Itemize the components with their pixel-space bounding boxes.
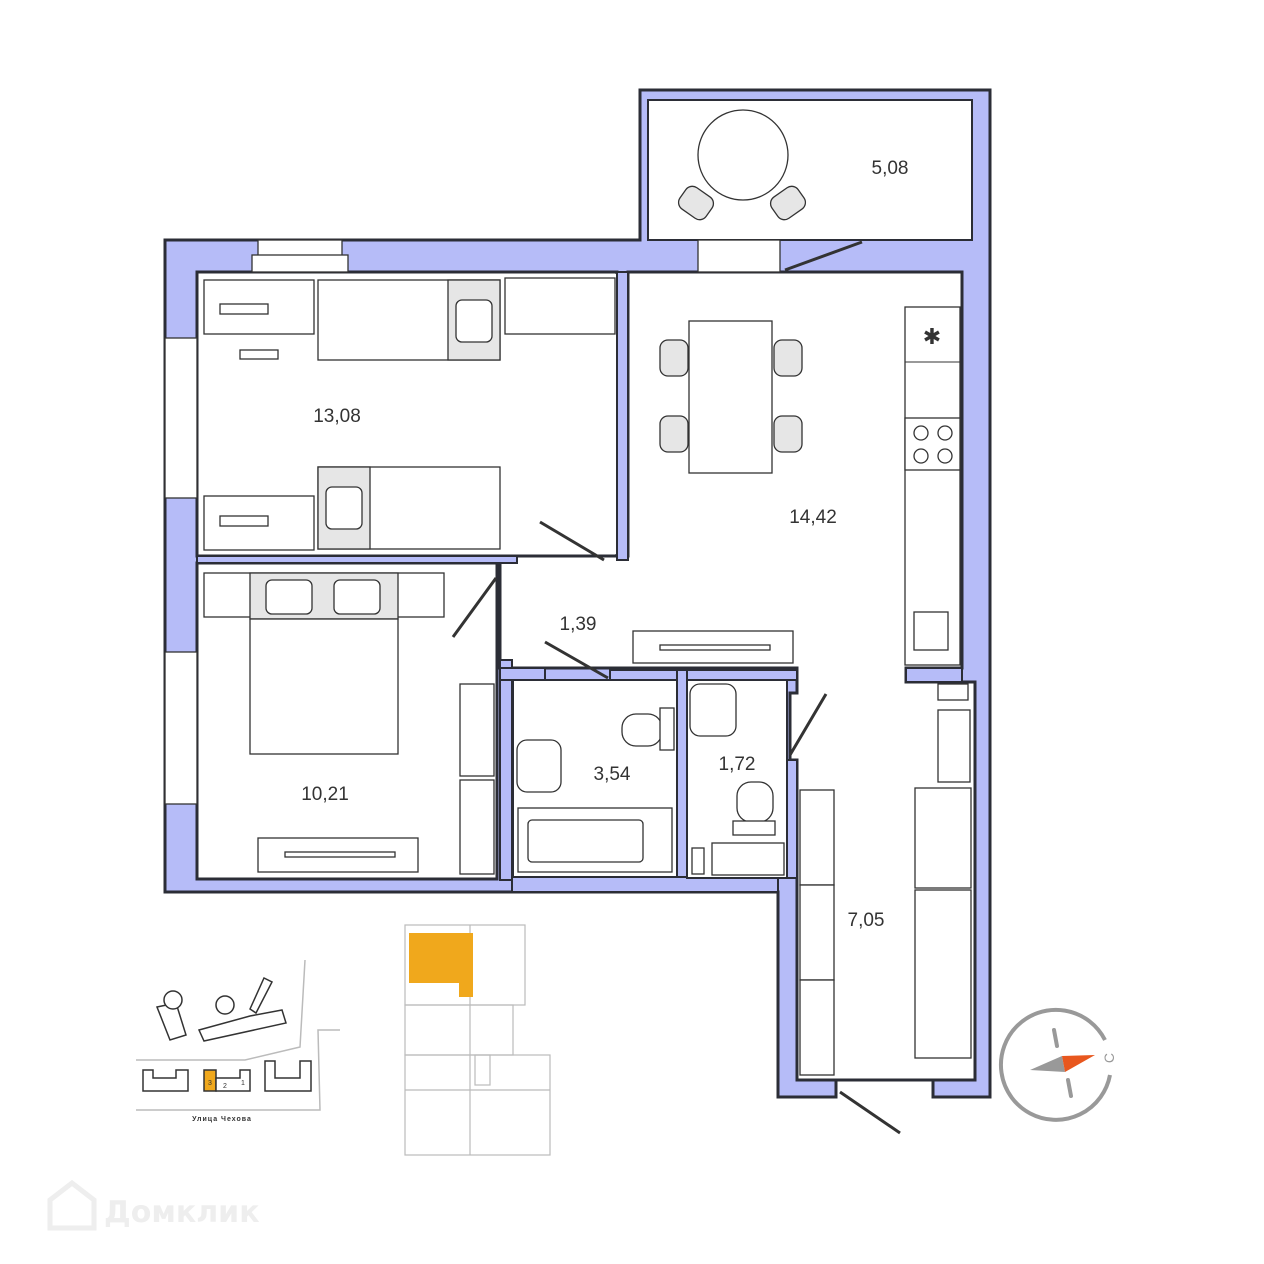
watermark: Домклик xyxy=(47,1179,260,1231)
sink xyxy=(913,611,949,651)
wardrobe xyxy=(799,979,835,1076)
toilet xyxy=(621,713,663,747)
wall xyxy=(609,669,688,681)
chair xyxy=(769,185,807,221)
window xyxy=(164,651,198,805)
chair xyxy=(677,185,715,221)
compass-icon: С xyxy=(998,1007,1117,1122)
wall xyxy=(499,667,546,681)
shelf xyxy=(937,709,971,783)
wc-area-label: 1,72 xyxy=(719,754,756,775)
section-label: 1 xyxy=(241,1080,245,1087)
stove xyxy=(904,417,961,471)
wall xyxy=(196,555,518,564)
hall-area-label: 1,39 xyxy=(560,614,597,635)
window xyxy=(164,337,198,499)
apartment-highlight xyxy=(409,933,473,997)
wall xyxy=(905,667,963,683)
window xyxy=(251,254,349,273)
wardrobe xyxy=(459,683,495,777)
bedroom1-area-label: 13,08 xyxy=(313,406,361,427)
wall xyxy=(511,876,779,893)
wardrobe xyxy=(799,884,835,981)
wall xyxy=(786,759,798,879)
balcony-area-label: 5,08 xyxy=(872,158,909,179)
washbasin xyxy=(689,683,737,737)
wall xyxy=(686,669,798,681)
wardrobe xyxy=(914,787,972,889)
wardrobe xyxy=(504,277,616,335)
wall xyxy=(676,669,688,879)
wardrobe xyxy=(914,889,972,1059)
site-plan: 3 2 1 Улица Чехова xyxy=(136,959,340,1123)
floor-mini-plan xyxy=(404,924,551,1156)
street-name: Улица Чехова xyxy=(192,1116,252,1123)
washbasin xyxy=(516,739,562,793)
section-label: 3 xyxy=(208,1080,212,1087)
fridge-icon: ✱ xyxy=(923,324,941,349)
watermark-text: Домклик xyxy=(104,1195,260,1230)
wall xyxy=(499,659,513,881)
corridor-area-label: 7,05 xyxy=(848,910,885,931)
dining-table xyxy=(688,320,773,474)
window xyxy=(697,239,781,273)
wardrobe xyxy=(799,789,835,886)
wardrobe xyxy=(459,779,495,875)
compass-north-letter: С xyxy=(1101,1053,1117,1063)
round-table xyxy=(697,109,789,201)
bathroom-area-label: 3,54 xyxy=(594,764,631,785)
wall xyxy=(616,271,629,561)
kitchen-area-label: 14,42 xyxy=(789,507,837,528)
section-label: 2 xyxy=(223,1083,227,1090)
toilet xyxy=(736,781,774,823)
bedroom2-area-label: 10,21 xyxy=(301,784,349,805)
kitchen-counter xyxy=(904,306,961,666)
